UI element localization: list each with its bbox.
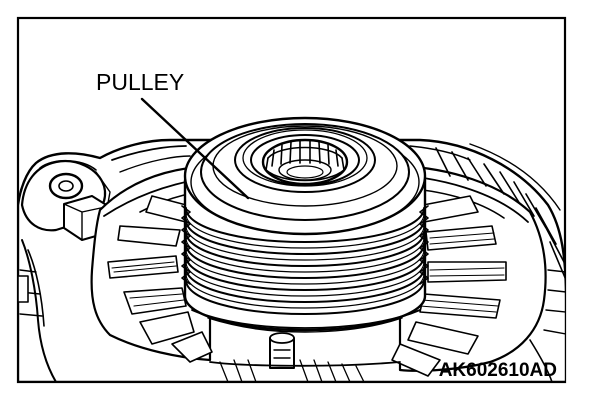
bolt-head xyxy=(269,337,295,369)
pulley-leader-line xyxy=(140,97,250,200)
splined-hub xyxy=(261,138,349,186)
figure-id: AK602610AD xyxy=(439,360,557,381)
pulley xyxy=(181,116,429,333)
pulley-label: PULLEY xyxy=(96,69,184,95)
